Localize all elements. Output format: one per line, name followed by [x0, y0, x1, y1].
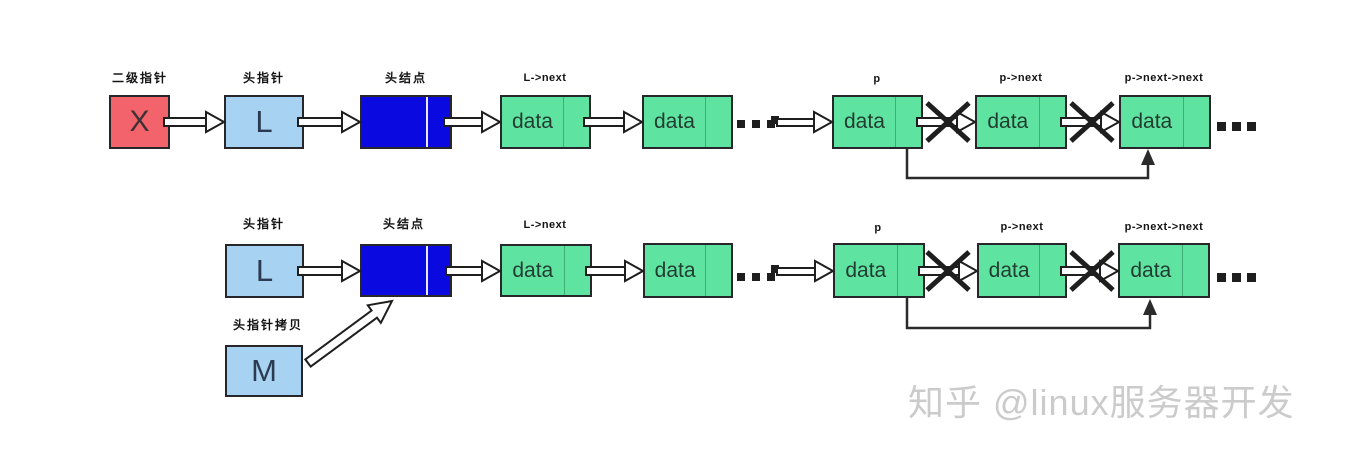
node-p-next-next-row2: data	[1118, 243, 1210, 298]
label-head-pointer-row2: 头指针	[242, 217, 286, 231]
bypass-arrow-row1	[905, 149, 1155, 180]
arrow-l-to-head	[297, 110, 363, 134]
node-head-row2	[360, 244, 452, 297]
label-p-row2: p	[874, 222, 882, 234]
crossed-arrow-p-to-pnext-row1	[916, 101, 978, 143]
node-value: data	[987, 110, 1029, 133]
node-data-1-row2: data	[500, 244, 592, 297]
watermark: 知乎 @linux服务器开发	[908, 382, 1295, 423]
arrow-l-to-head-row2	[297, 259, 363, 283]
ellipsis-dots-trailing-row1	[1217, 122, 1256, 131]
label-l-next-row1: L->next	[523, 72, 567, 84]
node-p-row1: data	[832, 95, 923, 149]
node-value: X	[129, 105, 150, 138]
pointer-field-divider	[704, 97, 706, 147]
label-p-next-row2: p->next	[1000, 221, 1044, 233]
bypass-arrow-row2	[905, 298, 1157, 330]
node-value: data	[1130, 258, 1172, 282]
node-p-next-next-row1: data	[1119, 95, 1211, 149]
arrow-dots-to-p-row1	[771, 110, 835, 134]
node-value: L	[255, 104, 273, 139]
arrow-head-to-data1-row2	[445, 259, 503, 283]
x-mark-icon	[1069, 250, 1115, 292]
pointer-field-divider	[1039, 245, 1041, 296]
label-head-pointer-copy: 头指针拷贝	[232, 318, 304, 332]
label-head-node-row2: 头结点	[382, 217, 426, 231]
node-value: data	[512, 258, 554, 282]
node-head-pointer-row1: L	[224, 95, 304, 149]
pointer-field-divider	[1182, 97, 1184, 147]
arrow-head-to-data1	[443, 110, 503, 134]
node-value: data	[844, 110, 885, 133]
pointer-field-divider	[426, 246, 429, 295]
label-head-pointer-row1: 头指针	[242, 71, 286, 85]
node-p-next-row1: data	[975, 95, 1067, 149]
node-value: data	[988, 258, 1030, 282]
x-mark-icon	[925, 250, 971, 292]
copy-pointer-arrow	[303, 299, 394, 368]
node-value: data	[845, 258, 887, 282]
node-data-1-row1: data	[500, 95, 591, 149]
node-head-pointer-row2: L	[225, 244, 304, 298]
node-value: L	[255, 253, 274, 288]
node-head-pointer-copy: M	[225, 345, 303, 397]
arrow-data1-to-data2	[583, 110, 645, 134]
crossed-arrow-p-to-pnext-row2	[918, 250, 980, 292]
pointer-field-divider	[705, 245, 707, 296]
node-secondary-pointer: X	[109, 95, 170, 149]
crossed-arrow-pnext-to-pnn-row2	[1060, 250, 1121, 292]
arrow-data1-to-data2-row2	[585, 259, 646, 283]
label-p-next-next-row1: p->next->next	[1124, 72, 1204, 84]
ellipsis-dots-mid-row2	[737, 273, 775, 281]
pointer-field-divider	[896, 245, 898, 296]
label-secondary-pointer: 二级指针	[111, 71, 169, 85]
x-mark-icon	[925, 101, 971, 143]
node-p-next-row2: data	[977, 243, 1067, 298]
ellipsis-dots-trailing-row2	[1217, 273, 1256, 282]
node-head-row1	[360, 95, 452, 149]
label-l-next-row2: L->next	[523, 219, 567, 231]
pointer-field-divider	[426, 97, 429, 147]
label-head-node-row1: 头结点	[384, 71, 428, 85]
arrow-dots-to-p-row2	[771, 259, 836, 283]
node-value: data	[1131, 110, 1173, 133]
pointer-field-divider	[894, 97, 896, 147]
crossed-arrow-pnext-to-pnn-row1	[1060, 101, 1122, 143]
node-value: data	[654, 258, 696, 282]
node-value: M	[251, 353, 277, 388]
x-mark-icon	[1069, 101, 1115, 143]
node-data-2-row2: data	[643, 243, 733, 298]
ellipsis-dots-mid-row1	[737, 120, 775, 128]
arrow-x-to-l	[163, 110, 227, 134]
pointer-field-divider	[1038, 97, 1040, 147]
pointer-field-divider	[562, 97, 564, 147]
node-data-2-row1: data	[642, 95, 733, 149]
node-p-row2: data	[833, 243, 925, 298]
label-p-row1: p	[873, 73, 881, 85]
node-value: data	[512, 110, 553, 133]
node-value: data	[654, 110, 695, 133]
pointer-field-divider	[563, 246, 565, 295]
label-p-next-next-row2: p->next->next	[1124, 221, 1204, 233]
label-p-next-row1: p->next	[999, 72, 1043, 84]
pointer-field-divider	[1181, 245, 1183, 296]
